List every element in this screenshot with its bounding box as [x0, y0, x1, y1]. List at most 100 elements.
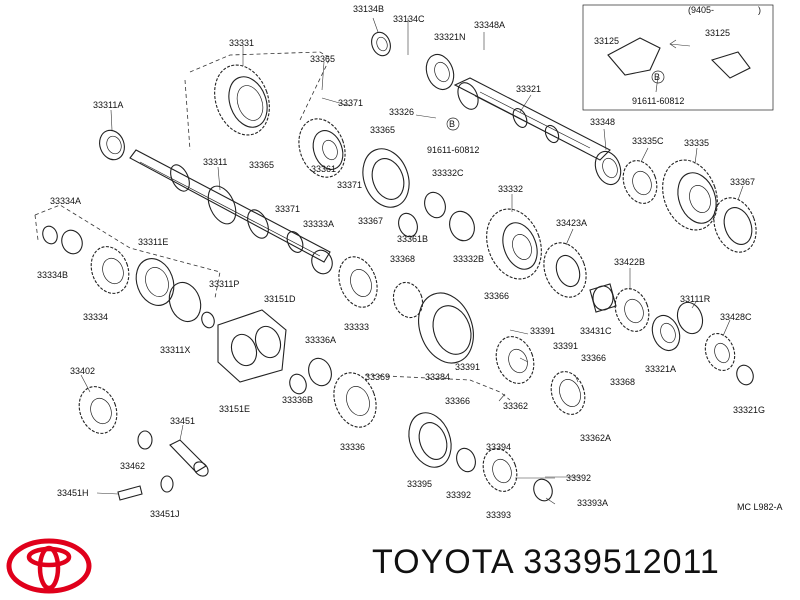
gear-33428C	[704, 332, 736, 372]
circle-b-marker-top	[651, 70, 665, 84]
group-outline-left	[34, 204, 221, 299]
label-33431C: 33431C	[580, 326, 612, 336]
label-91611-60812-mid: 91611-60812	[427, 145, 479, 155]
bearing-33311A	[99, 129, 125, 161]
label-33151E: 33151E	[219, 404, 250, 414]
gear-33334	[90, 246, 130, 294]
group-outline-upper	[189, 51, 331, 121]
bearing-33333A	[311, 249, 333, 275]
sleeve-33384	[418, 292, 474, 364]
label-33393: 33393	[486, 510, 511, 520]
label-33111R: 33111R	[680, 294, 711, 304]
label-33384: 33384	[425, 372, 450, 382]
label-33367: 33367	[358, 216, 383, 226]
gear-33111R	[676, 301, 704, 335]
bearing-33321A	[651, 314, 681, 352]
label-33332: 33332	[498, 184, 523, 194]
label-33332B: 33332B	[453, 254, 484, 264]
label-33365-mid: 33365	[370, 125, 395, 135]
label-33428C: 33428C	[720, 312, 752, 322]
small-ring-33451J	[160, 475, 174, 493]
label-33348: 33348	[590, 117, 615, 127]
brand-name: TOYOTA	[372, 543, 513, 581]
label-33391-mid: 33391	[553, 341, 578, 351]
label-33326: 33326	[389, 107, 414, 117]
label-33321: 33321	[516, 84, 541, 94]
toyota-logo-icon	[6, 538, 92, 594]
label-33422B: 33422B	[614, 257, 645, 267]
label-33391-low: 33391	[455, 362, 480, 372]
group-outline-lower	[364, 374, 511, 401]
label-33311A: 33311A	[93, 100, 123, 110]
label-33395: 33395	[407, 479, 432, 489]
nut-33321G	[736, 364, 754, 386]
label-33369: 33369	[365, 372, 390, 382]
bearing-33311E	[135, 258, 175, 306]
label-33362A: 33362A	[580, 433, 611, 443]
label-33392-right: 33392	[566, 473, 591, 483]
label-33134C: 33134C	[393, 14, 425, 24]
gear-33423A	[543, 242, 587, 298]
ring-33311P	[201, 311, 215, 329]
ring-33367-right	[713, 197, 757, 253]
label-33368-right: 33368	[610, 377, 635, 387]
label-33321A: 33321A	[645, 364, 676, 374]
ring-33362A	[550, 371, 586, 415]
label-33335C: 33335C	[632, 136, 664, 146]
label-33366-low: 33366	[445, 396, 470, 406]
label-33125-left: 33125	[594, 36, 619, 46]
label-33125-right: 33125	[705, 28, 730, 38]
label-33391-top: 33391	[530, 326, 555, 336]
label-33311P: 33311P	[209, 279, 239, 289]
label-33151D: 33151D	[264, 294, 296, 304]
label-33371-top: 33371	[338, 98, 363, 108]
gear-33361	[298, 118, 346, 178]
label-91611-60812-top: 91611-60812	[632, 96, 684, 106]
needle-bearing-33332B	[449, 210, 475, 242]
label-33451: 33451	[170, 416, 195, 426]
gear-33333	[338, 256, 378, 308]
label-33333A: 33333A	[303, 219, 334, 229]
label-33392: 33392	[446, 490, 471, 500]
group-outline-left-edge	[34, 214, 39, 241]
ring-33332C	[424, 191, 446, 219]
label-33366-top: 33366	[484, 291, 509, 301]
label-33423A: 33423A	[556, 218, 587, 228]
label-33367-right: 33367	[730, 177, 755, 187]
diagram-code: MC L982-A	[737, 502, 783, 512]
label-33371-mid: 33371	[337, 180, 362, 190]
bracket-33125	[607, 37, 751, 79]
ring-33367	[362, 148, 410, 208]
label-33394: 33394	[486, 442, 511, 452]
label-33331: 33331	[229, 38, 254, 48]
part-labels: 33134B 33134C 33348A 33331 33321N 33365 …	[37, 4, 783, 520]
label-33334: 33334	[83, 312, 108, 322]
label-33335: 33335	[684, 138, 709, 148]
label-33366-mid: 33366	[581, 353, 606, 363]
gear-33331	[214, 64, 270, 136]
label-33321G: 33321G	[733, 405, 765, 415]
revision-note-close: )	[758, 5, 761, 15]
bearing-33431C	[589, 283, 617, 313]
bearing-33321N	[425, 53, 455, 91]
ring-33392	[456, 447, 553, 502]
small-ring-33462	[137, 430, 153, 450]
circle-b-marker-mid	[446, 117, 460, 131]
bearing-retainer-33151D	[217, 309, 287, 383]
label-33311: 33311	[203, 157, 227, 167]
label-33134B: 33134B	[353, 4, 384, 14]
leader-lines	[80, 17, 744, 505]
label-33336B: 33336B	[282, 395, 313, 405]
part-number: 3339512011	[523, 543, 720, 581]
label-33334B: 33334B	[37, 270, 68, 280]
b-marker-mid: B	[449, 119, 455, 129]
label-33368-top: 33368	[390, 254, 415, 264]
bolt-33451H	[117, 485, 143, 501]
label-33334A: 33334A	[50, 196, 81, 206]
label-33311X: 33311X	[160, 345, 190, 355]
group-outline-upper-left	[184, 79, 191, 151]
label-33333: 33333	[344, 322, 369, 332]
label-33336A: 33336A	[305, 335, 336, 345]
gear-33393	[482, 448, 518, 492]
